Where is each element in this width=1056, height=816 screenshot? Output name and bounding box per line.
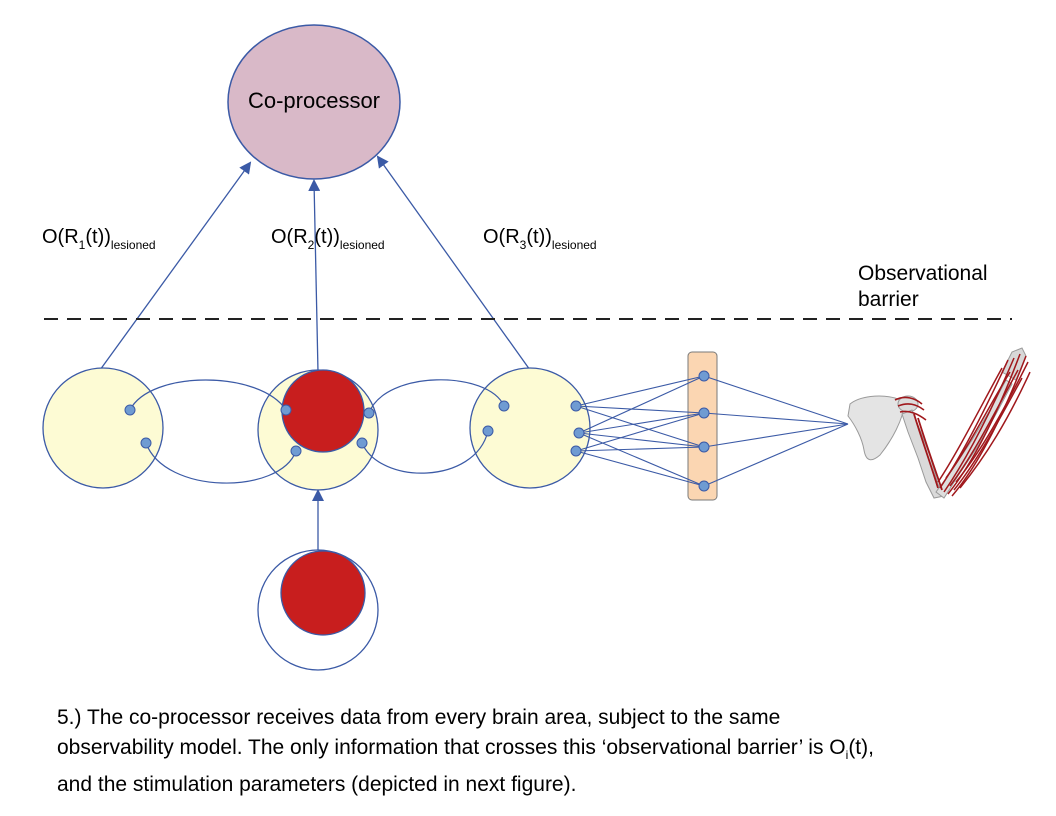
neuron-dot [570,400,582,412]
coprocessor-label: Co-processor [248,88,380,113]
caption-line-2: observability model. The only informatio… [57,736,874,763]
neuron-dot [570,445,582,457]
fan-line [575,412,705,452]
fan-line [578,432,705,448]
muscle-dot [698,480,710,492]
figure-caption: 5.) The co-processor receives data from … [57,703,1037,800]
neuron-dot [290,445,302,457]
fan-line [575,446,705,452]
neuron-dot [124,404,136,416]
arm-line [703,375,849,425]
connection-2-3-bottom [361,430,489,474]
neuron-dot [482,425,494,437]
coprocessor-node: Co-processor [227,24,401,180]
caption-line-1: 5.) The co-processor receives data from … [57,706,781,729]
upper-arm-muscles [913,413,943,491]
arm-illustration [847,347,1031,499]
arrow-r1-to-coprocessor [99,161,252,371]
muscle-bar [687,351,718,501]
caption-line-3: and the stimulation parameters (depicted… [57,773,577,797]
output-label-r3: O(R3(t))lesioned [483,226,597,252]
muscle-dot [698,370,710,382]
muscle-to-arm-connections [703,375,849,487]
fan-line [578,432,705,487]
output-arrows [99,155,531,373]
brain-area-1 [42,367,164,489]
barrier-label-line2: barrier [858,288,919,311]
arrow-r3-to-coprocessor [376,155,531,371]
muscle-dot [698,407,710,419]
stimulation-lesion [280,550,366,636]
inter-area-connections [129,379,505,484]
area3-to-muscle-connections [575,375,705,487]
neuron-dot [280,404,292,416]
scapula-bone [847,395,906,461]
connection-2-3-top [368,379,505,414]
arm-line [703,423,849,487]
fan-line [575,375,705,407]
neuron-dot [363,407,375,419]
output-label-r2: O(R2(t))lesioned [271,226,385,252]
neuron-dot [356,437,368,449]
neuron-dot [573,427,585,439]
output-label-r1: O(R1(t))lesioned [42,226,156,252]
lesion-area-2 [281,369,365,453]
neuron-dots [124,370,710,492]
neuron-dot [140,437,152,449]
muscle-dot [698,441,710,453]
forearm-bones [935,379,1013,499]
fan-line [575,405,705,414]
neuron-dot [498,400,510,412]
fan-line [575,405,705,448]
fan-line [578,375,705,434]
forearm-muscles [937,353,1031,497]
connection-1-2-bottom [145,442,297,484]
arm-line [703,423,849,448]
shoulder-muscles [894,396,927,421]
arm-line [703,412,849,425]
arrow-r2-to-coprocessor [308,179,321,373]
connection-1-2-top [129,379,287,411]
fan-line [578,412,705,434]
barrier-label-line1: Observational [858,262,988,285]
fan-line [575,450,705,487]
